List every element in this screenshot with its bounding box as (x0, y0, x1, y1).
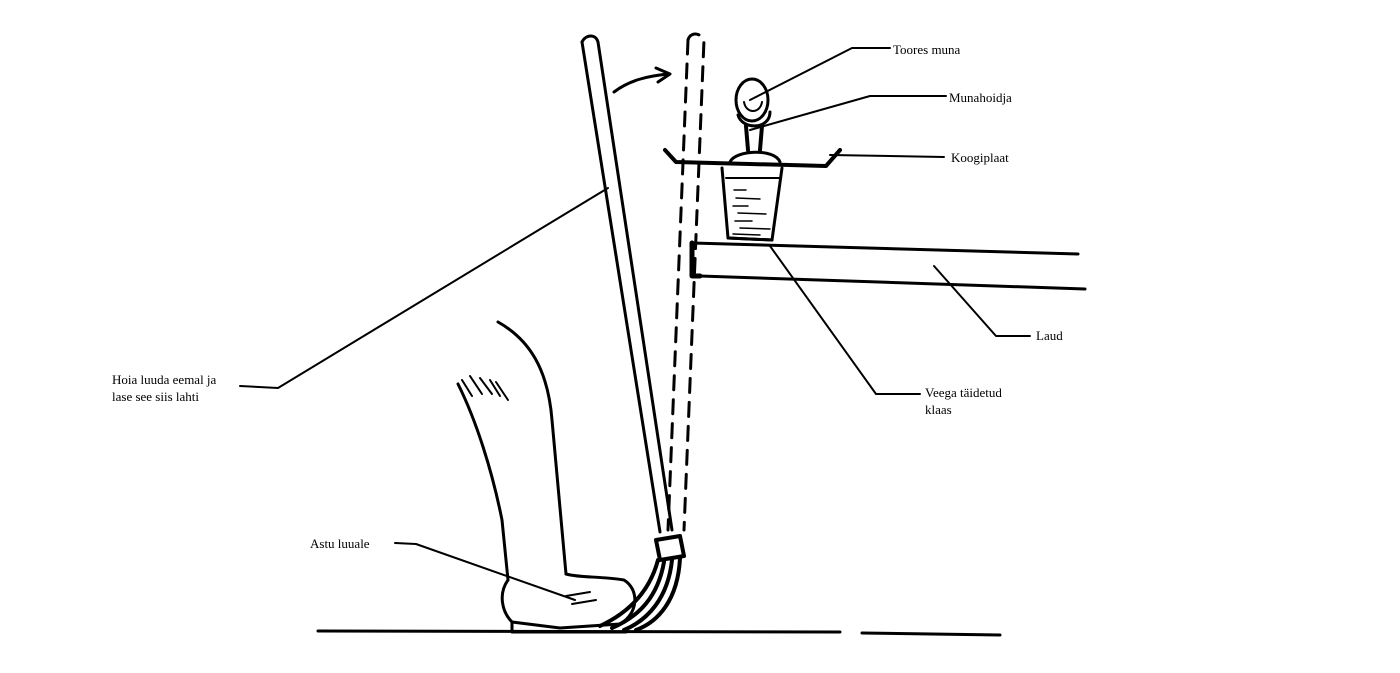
motion-arrow (612, 66, 672, 94)
label-broom-instruction-line1: Hoia luuda eemal ja (112, 372, 217, 387)
broom-released (666, 32, 706, 532)
label-water-glass-line1: Veega täidetud (925, 385, 1002, 400)
label-table: Laud (1036, 328, 1063, 343)
egg-holder (728, 110, 782, 164)
baking-tray (663, 148, 842, 168)
leader-lines (239, 47, 1031, 601)
table (689, 240, 1087, 291)
water-glass (720, 166, 784, 242)
label-egg-holder: Munahoidja (949, 90, 1012, 105)
broom-held (580, 34, 686, 632)
label-step-on-broom: Astu luuale (310, 536, 370, 551)
label-water-glass-line2: klaas (925, 402, 952, 417)
raw-egg (734, 77, 770, 123)
leg-and-foot (456, 320, 637, 634)
label-broom-instruction-line2: lase see siis lahti (112, 389, 200, 404)
floor-line (316, 629, 1002, 637)
label-baking-tray: Koogiplaat (951, 150, 1009, 165)
label-raw-egg: Toores muna (893, 42, 961, 57)
